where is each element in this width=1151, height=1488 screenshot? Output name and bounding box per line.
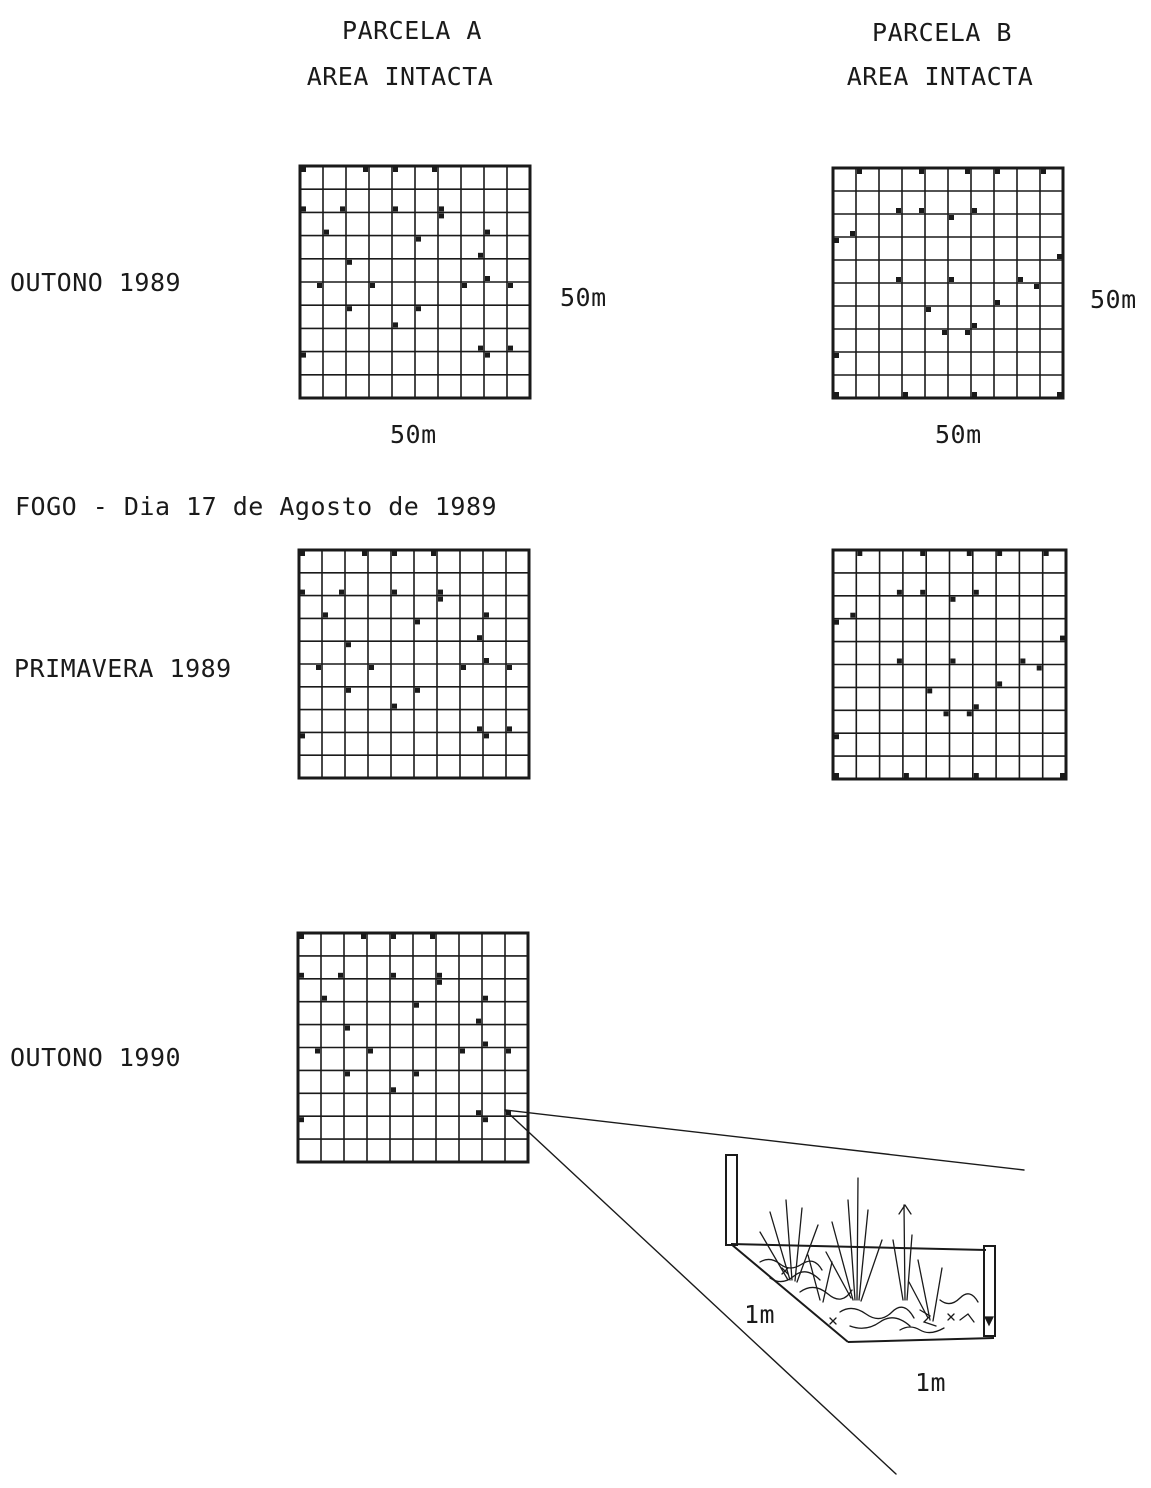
zoom-line-upper [505,1110,1024,1170]
zoom-line-lower [505,1110,896,1474]
quadrat-width-label: 1m [915,1368,946,1398]
vegetation [760,1178,978,1333]
quadrat-depth-label: 1m [744,1300,775,1330]
